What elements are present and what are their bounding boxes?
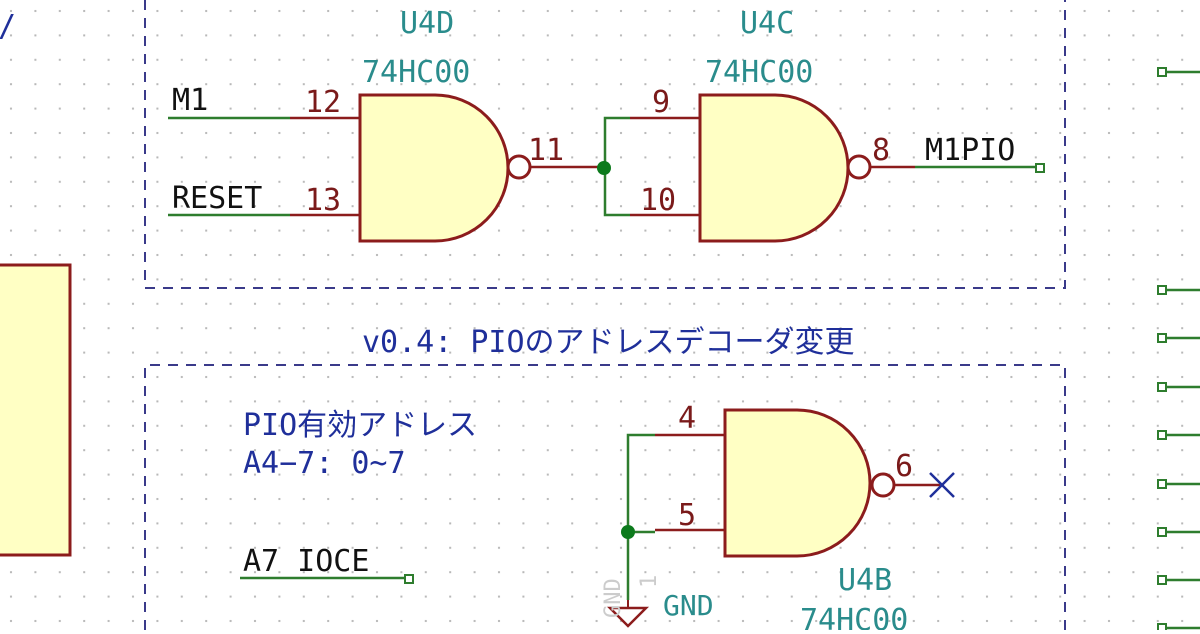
- wire-u4b-gnd[interactable]: [626, 433, 655, 600]
- a7-ioce-label-connector: [404, 574, 414, 584]
- right-connector-box: [1157, 575, 1167, 585]
- u4b-value: 74HC00: [800, 603, 908, 630]
- right-connector-box: [1157, 479, 1167, 489]
- net-label-a7-ioce: A7 IOCE: [243, 544, 369, 579]
- gate-u4c[interactable]: [630, 93, 915, 243]
- gnd-symbol[interactable]: [606, 600, 650, 628]
- u4b-ref: U4B: [838, 563, 892, 598]
- u4d-inverter-bubble: [506, 154, 532, 180]
- gate-u4b[interactable]: [655, 408, 940, 558]
- pio-note-line2: A4−7: 0~7: [243, 446, 406, 481]
- net-label-reset: RESET: [172, 181, 262, 216]
- right-connector-box: [1157, 333, 1167, 343]
- right-connector-box: [1157, 67, 1167, 77]
- right-connector-box: [1157, 285, 1167, 295]
- u4c-inverter-bubble: [846, 154, 872, 180]
- u4c-value: 74HC00: [705, 55, 813, 90]
- u4c-body: [698, 93, 850, 243]
- partial-top-glyph: /: [0, 9, 16, 44]
- u4d-pin12-num: 12: [305, 85, 341, 120]
- net-label-m1: M1: [172, 83, 208, 118]
- u4b-pin6-num: 6: [895, 449, 913, 484]
- gate-u4d[interactable]: [290, 93, 600, 243]
- u4d-value: 74HC00: [362, 55, 470, 90]
- sheet-border-bottom: [144, 364, 1066, 630]
- gnd-pin-num: 1: [637, 575, 662, 588]
- partial-ic-body[interactable]: [0, 263, 72, 557]
- right-connector-box: [1157, 430, 1167, 440]
- u4b-inverter-bubble: [870, 472, 896, 498]
- junction-u4b-gnd: [621, 525, 635, 539]
- u4c-ref: U4C: [740, 6, 794, 41]
- no-connect-marker: [929, 472, 955, 498]
- m1pio-label-connector: [1035, 163, 1045, 173]
- u4d-pin11-num: 11: [528, 133, 564, 168]
- pio-note-line1: PIO有効アドレス: [243, 408, 477, 443]
- u4d-body: [358, 93, 510, 243]
- u4c-pin10-num: 10: [640, 183, 676, 218]
- right-connector-box: [1157, 623, 1167, 633]
- gnd-ghost-label: GND: [601, 578, 626, 618]
- u4c-pin8-num: 8: [872, 133, 890, 168]
- sheet-border-top: [144, 0, 1066, 289]
- right-edge-connectors: [1157, 67, 1200, 633]
- junction-u4c-inputs: [597, 161, 611, 175]
- u4d-ref: U4D: [400, 6, 454, 41]
- gnd-label: GND: [663, 589, 714, 622]
- u4b-pin4-num: 4: [678, 401, 696, 436]
- net-label-m1pio: M1PIO: [925, 133, 1015, 168]
- u4b-pin5-num: 5: [678, 498, 696, 533]
- right-connector-box: [1157, 382, 1167, 392]
- right-connector-box: [1157, 527, 1167, 537]
- u4c-pin9-num: 9: [652, 85, 670, 120]
- section-title: v0.4: PIOのアドレスデコーダ変更: [362, 325, 855, 360]
- u4d-pin13-num: 13: [305, 183, 341, 218]
- u4b-body: [723, 408, 872, 558]
